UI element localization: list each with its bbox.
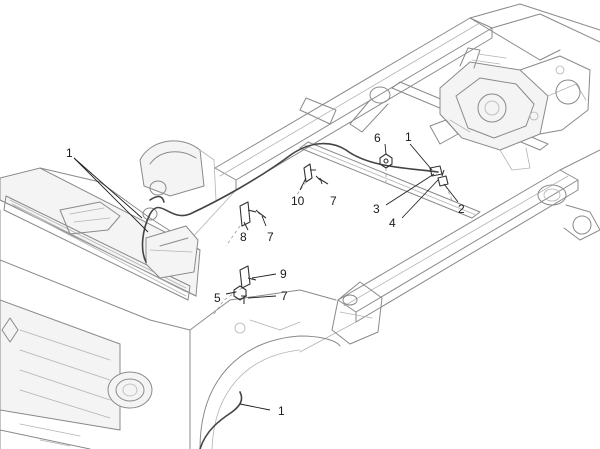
part-10-bracket: [303, 163, 316, 183]
callout-1-center: 1: [405, 130, 412, 144]
part-2-clip: [437, 169, 449, 187]
callout-7-center: 7: [330, 194, 337, 208]
part-7-screw-b: [255, 209, 267, 219]
callout-8: 8: [240, 230, 247, 244]
callout-1-top-left: 1: [66, 146, 73, 160]
callout-4: 4: [389, 216, 396, 230]
small-parts: [213, 153, 453, 315]
part-9-bracket: [239, 265, 257, 289]
callout-labels: 1 1 1 2 3 4 5 6 7 7 7 8 9 10: [66, 130, 465, 418]
cable-lower-run: [199, 391, 243, 449]
cable-assembly: [141, 142, 439, 449]
callout-6: 6: [374, 131, 381, 145]
callout-2: 2: [458, 202, 465, 216]
leader-lines: [73, 143, 459, 411]
part-3-clamp: [429, 165, 443, 177]
part-8-bracket: [239, 201, 257, 227]
part-7-screw-a: [315, 175, 329, 185]
front-body: [0, 140, 341, 449]
engine-assembly: [429, 47, 591, 171]
part-7-screw-c: [241, 295, 247, 304]
callout-5: 5: [214, 291, 221, 305]
callout-7-lower: 7: [281, 289, 288, 303]
callout-3: 3: [373, 202, 380, 216]
cable-main-run: [141, 142, 439, 263]
callout-9: 9: [280, 267, 287, 281]
callout-10: 10: [291, 194, 305, 208]
callout-7-mid: 7: [267, 230, 274, 244]
callout-1-bottom: 1: [278, 404, 285, 418]
